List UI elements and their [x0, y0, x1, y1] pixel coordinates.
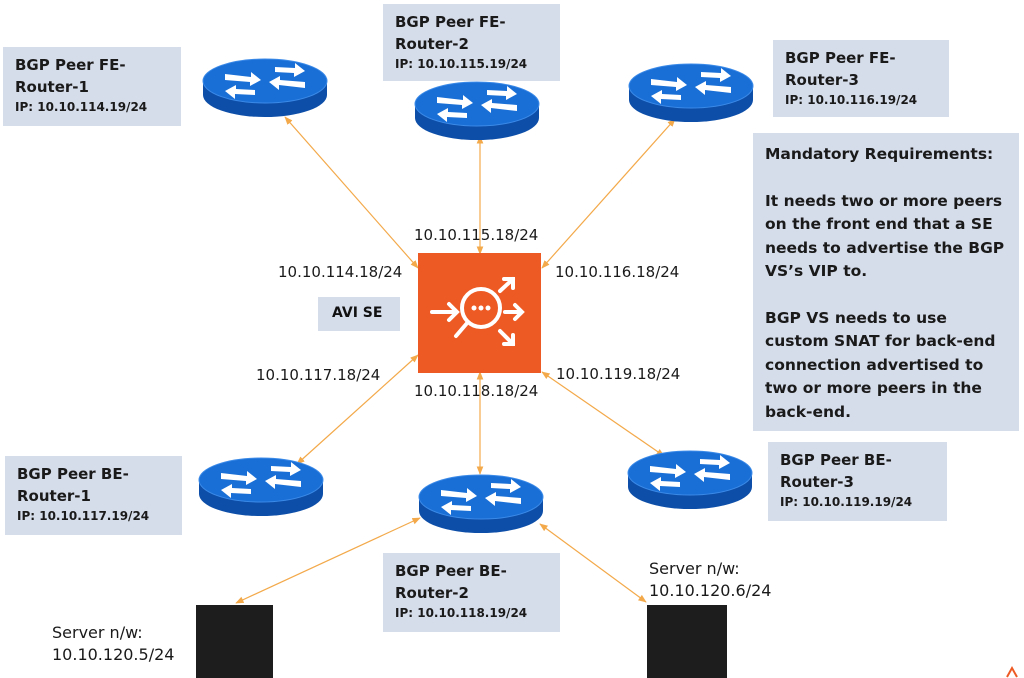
router-icon-fe3 — [628, 63, 754, 123]
server-label-line1: Server n/w: — [649, 559, 740, 578]
peer-name-line2: Router-3 — [785, 71, 859, 89]
peer-box-be1: BGP Peer BE- Router-1 IP: 10.10.117.19/2… — [5, 456, 182, 535]
peer-box-be2: BGP Peer BE- Router-2 IP: 10.10.118.19/2… — [383, 553, 560, 632]
peer-name-line1: BGP Peer FE- — [15, 56, 126, 74]
peer-ip: IP: 10.10.117.19/24 — [17, 509, 150, 523]
peer-name-line1: BGP Peer FE- — [395, 13, 506, 31]
router-icon-fe2 — [414, 81, 540, 141]
server-label-2: Server n/w: 10.10.120.6/24 — [649, 558, 771, 602]
se-ip-to-be1: 10.10.117.18/24 — [256, 366, 381, 384]
peer-name-line1: BGP Peer FE- — [785, 49, 896, 67]
requirements-frontend: It needs two or more peers on the front … — [765, 191, 1005, 281]
logo-mark — [1006, 665, 1018, 678]
se-ip-to-fe3: 10.10.116.18/24 — [555, 263, 680, 281]
peer-name-line2: Router-2 — [395, 584, 469, 602]
se-ip-to-fe2: 10.10.115.18/24 — [414, 226, 539, 244]
peer-name-line2: Router-1 — [15, 78, 89, 96]
peer-ip: IP: 10.10.114.19/24 — [15, 100, 148, 114]
peer-box-fe1: BGP Peer FE- Router-1 IP: 10.10.114.19/2… — [3, 47, 181, 126]
link-fe3 — [541, 118, 676, 269]
requirements-box: Mandatory Requirements: It needs two or … — [753, 133, 1019, 431]
peer-name-line1: BGP Peer BE- — [395, 562, 507, 580]
avi-se-label: AVI SE — [318, 297, 400, 331]
link-be3 — [541, 371, 665, 457]
router-icon-be3 — [627, 450, 753, 510]
peer-ip: IP: 10.10.115.19/24 — [395, 57, 528, 71]
avi-se-node — [418, 253, 541, 373]
router-icon-be2 — [418, 474, 544, 534]
se-ip-to-fe1: 10.10.114.18/24 — [278, 263, 403, 281]
peer-box-fe2: BGP Peer FE- Router-2 IP: 10.10.115.19/2… — [383, 4, 560, 81]
peer-ip: IP: 10.10.119.19/24 — [780, 495, 913, 509]
requirements-backend: BGP VS needs to use custom SNAT for back… — [765, 308, 996, 421]
peer-name-line1: BGP Peer BE- — [17, 465, 129, 483]
server-label-line1: Server n/w: — [52, 623, 143, 642]
peer-box-be3: BGP Peer BE- Router-3 IP: 10.10.119.19/2… — [768, 442, 947, 521]
peer-box-fe3: BGP Peer FE- Router-3 IP: 10.10.116.19/2… — [773, 40, 949, 117]
link-fe1 — [284, 116, 419, 269]
server-label-1: Server n/w: 10.10.120.5/24 — [52, 622, 174, 666]
requirements-title: Mandatory Requirements: — [765, 145, 994, 163]
link-server1 — [235, 517, 421, 604]
router-icon-be1 — [198, 457, 324, 517]
se-ip-to-be3: 10.10.119.18/24 — [556, 365, 681, 383]
peer-name-line1: BGP Peer BE- — [780, 451, 892, 469]
peer-name-line2: Router-3 — [780, 473, 854, 491]
link-be1 — [296, 354, 419, 465]
peer-ip: IP: 10.10.118.19/24 — [395, 606, 528, 620]
server-icon-1 — [196, 605, 273, 678]
peer-ip: IP: 10.10.116.19/24 — [785, 93, 918, 107]
load-balancer-icon — [430, 277, 525, 346]
peer-name-line2: Router-2 — [395, 35, 469, 53]
se-ip-to-be2: 10.10.118.18/24 — [414, 382, 539, 400]
links — [235, 116, 676, 604]
peer-name-line2: Router-1 — [17, 487, 91, 505]
router-icon-fe1 — [202, 58, 328, 118]
server-label-line2: 10.10.120.6/24 — [649, 581, 772, 600]
link-server2 — [539, 523, 647, 603]
server-icon-2 — [647, 605, 727, 678]
server-label-line2: 10.10.120.5/24 — [52, 645, 175, 664]
